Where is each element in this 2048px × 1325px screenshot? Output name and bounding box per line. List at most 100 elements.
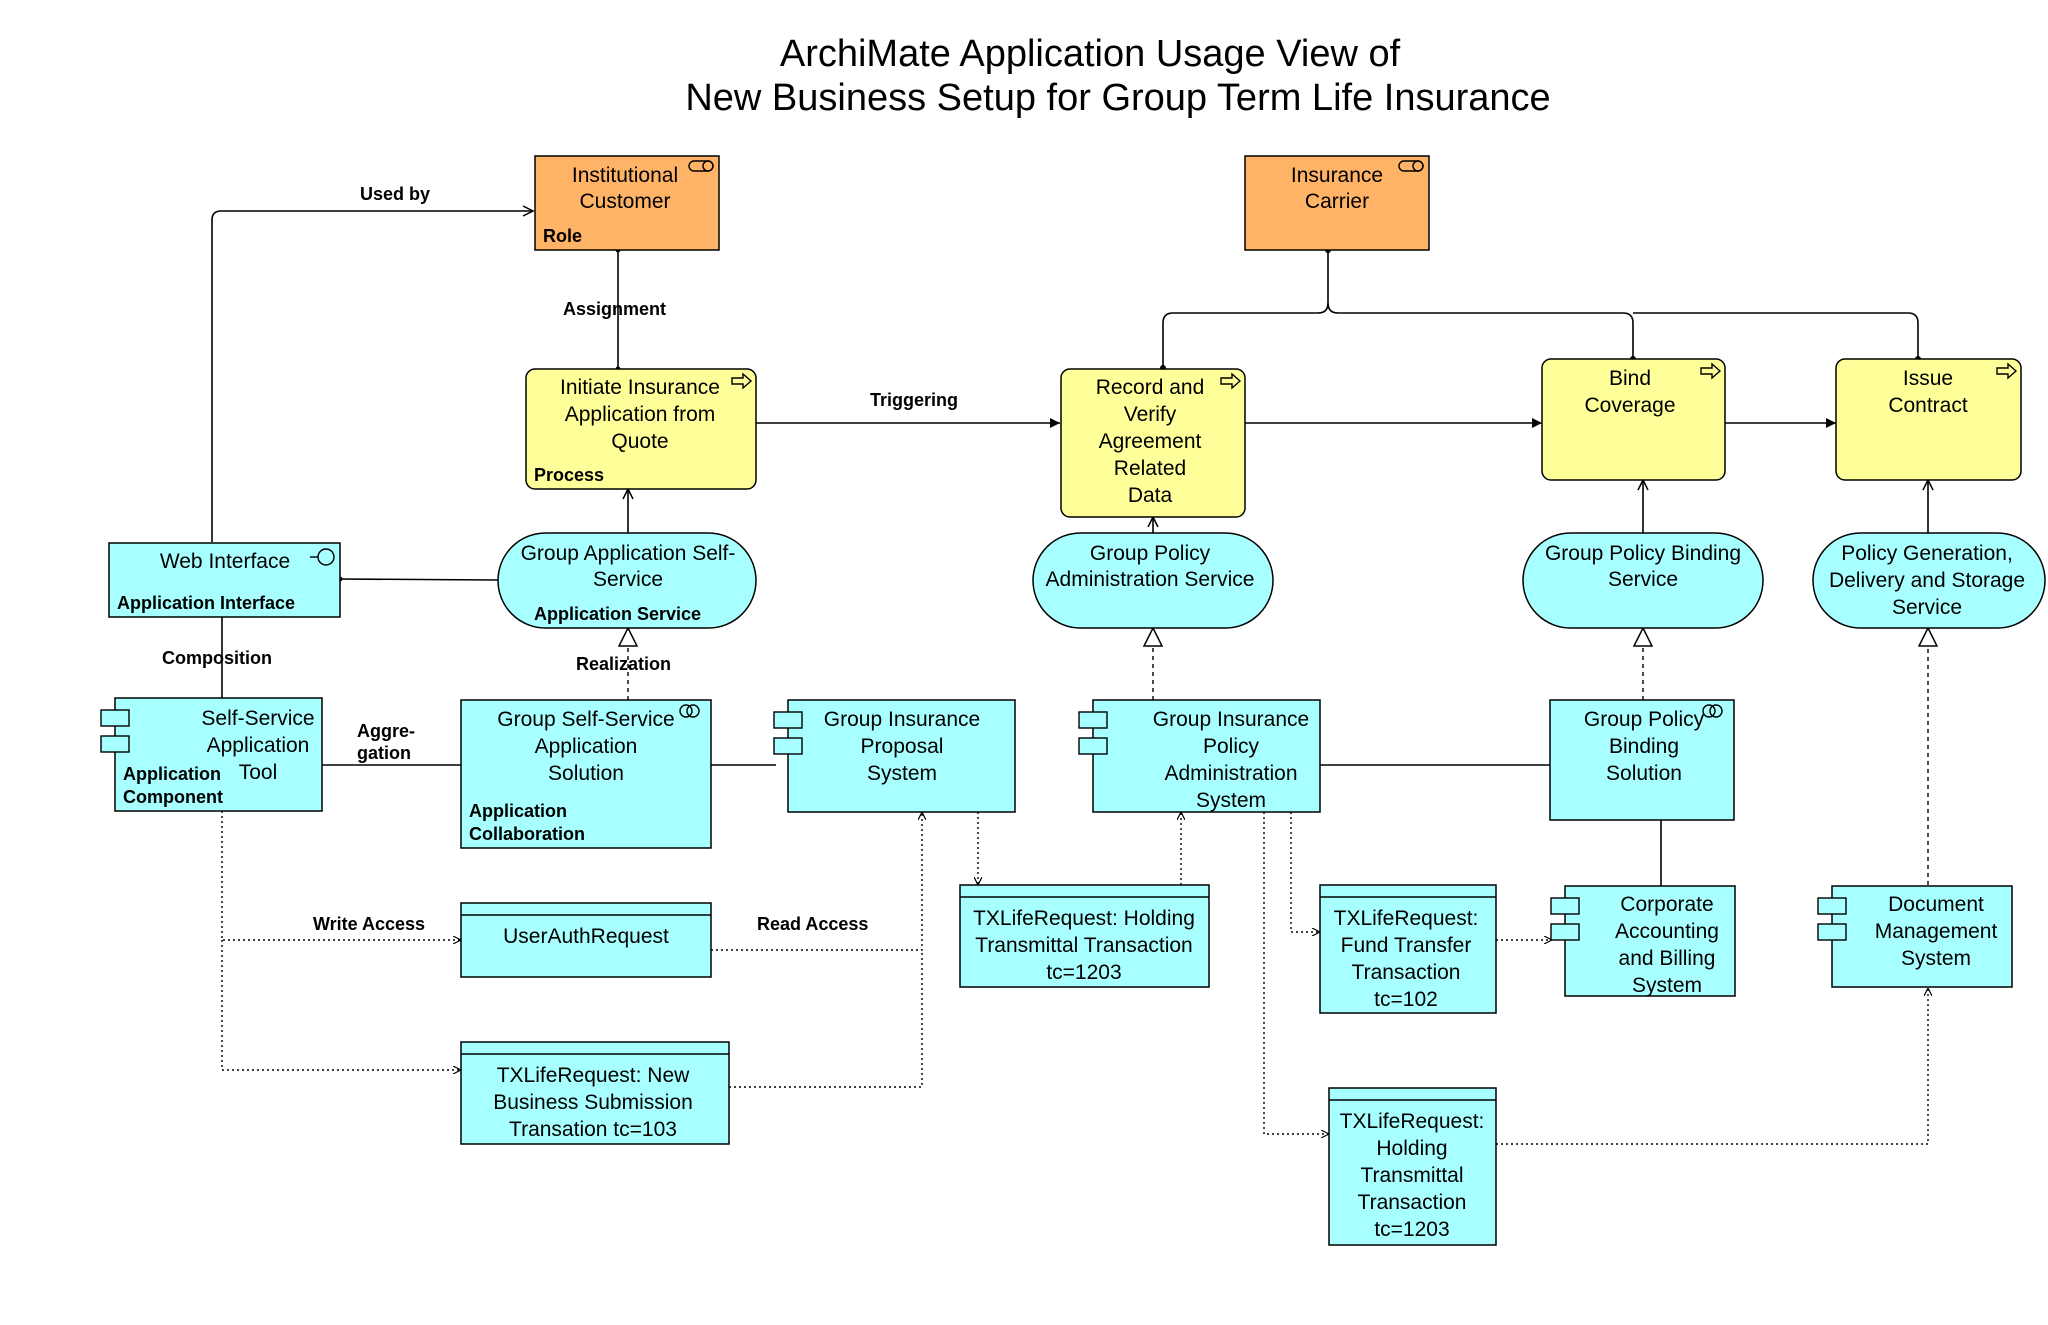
node-tx-holding-1203-b[interactable]: TXLifeRequest:HoldingTransmittalTransact…: [1328, 1087, 1497, 1246]
node-type-label: Application Service: [534, 604, 701, 624]
node-label-line: System: [867, 762, 937, 785]
node-label-line: Transmittal Transaction: [975, 934, 1192, 957]
node-policy-generation-service[interactable]: Policy Generation,Delivery and StorageSe…: [1812, 532, 2046, 629]
node-label-line: Contract: [1888, 394, 1968, 417]
node-label-line: Business Submission: [493, 1091, 693, 1114]
node-label-line: System: [1632, 974, 1702, 997]
node-type-label: Collaboration: [469, 824, 585, 844]
component-icon: [100, 709, 130, 753]
node-shape: [1060, 368, 1246, 518]
node-label-line: Group Policy: [1584, 708, 1705, 731]
relation-labels: Used by Assignment Triggering Compositio…: [162, 184, 958, 934]
node-label-line: Corporate: [1620, 893, 1713, 916]
node-label-line: tc=1203: [1374, 1218, 1449, 1241]
node-label-line: Group Policy: [1090, 542, 1211, 565]
node-label-line: TXLifeRequest:: [1340, 1110, 1485, 1133]
node-label-line: Binding: [1609, 735, 1679, 758]
interface-service-line: [337, 576, 499, 582]
node-group-app-self-service[interactable]: Group Application Self-ServiceApplicatio…: [497, 532, 757, 629]
role-icon: [688, 160, 714, 172]
node-shape: [959, 884, 1210, 988]
node-label-line: Service: [593, 568, 663, 591]
holding-b-write-line: [1263, 812, 1329, 1134]
node-label-line: Transmittal: [1360, 1164, 1463, 1187]
collaboration-icon: [679, 704, 700, 718]
node-shape: [1522, 532, 1764, 629]
node-shape: [1319, 884, 1497, 1014]
node-label-line: TXLifeRequest:: [1334, 907, 1479, 930]
write-access-label: Write Access: [313, 914, 425, 934]
used-by-line: [211, 211, 533, 542]
node-label-line: Transaction: [1358, 1191, 1467, 1214]
node-label-line: Application: [535, 735, 638, 758]
node-label-line: Transation tc=103: [509, 1118, 677, 1141]
node-shape: [1092, 699, 1321, 813]
node-shape: [108, 542, 341, 618]
node-label-line: Tool: [239, 761, 278, 784]
node-shape: [1328, 1087, 1497, 1246]
read-access-line-1: [711, 812, 922, 951]
node-label-line: Institutional: [572, 164, 678, 187]
node-label-line: Quote: [611, 430, 668, 453]
node-shape: [497, 532, 757, 629]
node-label-line: Fund Transfer: [1341, 934, 1472, 957]
interface-icon: [310, 548, 335, 566]
process-arrow-icon: [1996, 362, 2018, 380]
role-icon: [1398, 160, 1424, 172]
node-tx-fund-transfer[interactable]: TXLifeRequest:Fund TransferTransactiontc…: [1319, 884, 1497, 1014]
diagram-title-line-1: ArchiMate Application Usage View of: [780, 33, 1401, 75]
node-shape: [1564, 885, 1736, 997]
node-label-line: UserAuthRequest: [503, 925, 669, 948]
node-type-label: Role: [543, 226, 582, 246]
node-label-line: Solution: [1606, 762, 1682, 785]
node-user-auth-request[interactable]: UserAuthRequest: [460, 902, 712, 978]
node-label-line: Policy: [1203, 735, 1260, 758]
node-shape: [787, 699, 1016, 813]
node-label-line: Verify: [1124, 403, 1177, 426]
node-label-line: Document: [1888, 893, 1984, 916]
node-shape: [1835, 358, 2022, 481]
node-group-self-service-solution[interactable]: Group Self-ServiceApplicationSolutionApp…: [460, 699, 712, 849]
node-label-line: Policy Generation,: [1841, 542, 2013, 565]
node-type-label: Application: [123, 764, 221, 784]
node-shape: [1032, 532, 1274, 629]
node-label-line: Administration Service: [1046, 568, 1255, 591]
node-label-line: Application from: [565, 403, 716, 426]
assignment-label: Assignment: [563, 299, 666, 319]
node-label-line: System: [1196, 789, 1266, 812]
node-label-line: Group Self-Service: [497, 708, 674, 731]
process-arrow-icon: [1700, 362, 1722, 380]
node-label-line: Agreement: [1099, 430, 1202, 453]
triggering-label: Triggering: [870, 390, 958, 410]
node-label-line: Group Insurance: [1153, 708, 1309, 731]
node-label-line: Record and: [1096, 376, 1205, 399]
node-label-line: Initiate Insurance: [560, 376, 720, 399]
node-label-line: Transaction: [1352, 961, 1461, 984]
write-access-line-2: [221, 940, 461, 1070]
node-self-service-tool[interactable]: Self-ServiceApplicationToolApplicationCo…: [100, 697, 323, 812]
read-access-label: Read Access: [757, 914, 868, 934]
node-label-line: TXLifeRequest: Holding: [973, 907, 1195, 930]
node-label-line: Service: [1608, 568, 1678, 591]
node-type-label: Process: [534, 465, 604, 485]
node-shape: [1244, 155, 1430, 251]
node-label-line: Carrier: [1305, 190, 1369, 213]
node-group-insurance-policy-admin[interactable]: Group InsurancePolicyAdministrationSyste…: [1078, 699, 1321, 813]
